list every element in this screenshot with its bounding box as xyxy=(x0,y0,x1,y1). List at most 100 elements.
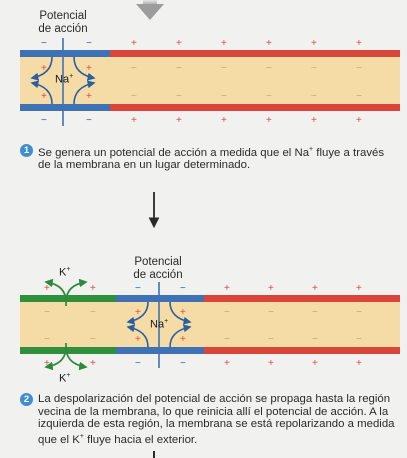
charge-minus: − xyxy=(311,91,317,102)
charge-plus: + xyxy=(356,283,362,294)
ion-charge: + xyxy=(164,318,169,325)
charge-minus: − xyxy=(356,91,362,102)
charge-minus: − xyxy=(356,334,362,345)
charge-minus: − xyxy=(356,307,362,318)
axoplasm-1 xyxy=(20,57,400,104)
axon-segment-2 xyxy=(20,282,400,368)
axon-segment-1 xyxy=(20,38,400,126)
action-potential-label-line1: Potencial xyxy=(39,10,87,22)
sodium-ion-label-1: Na+ xyxy=(55,73,73,86)
charge-plus: + xyxy=(176,38,182,49)
membrane-bottom-depolarized-1 xyxy=(20,104,110,111)
charge-minus: − xyxy=(131,91,137,102)
action-potential-label-line1: Potencial xyxy=(134,256,182,268)
charge-minus: − xyxy=(180,358,186,369)
membrane-top-depolarized-1 xyxy=(20,50,110,57)
ion-charge: + xyxy=(66,372,71,379)
charge-plus: + xyxy=(135,307,141,318)
charge-plus: + xyxy=(266,38,272,49)
charge-minus: − xyxy=(44,307,50,318)
charge-minus: − xyxy=(356,63,362,74)
caption-text: fluye a través de la membrana en un luga… xyxy=(38,146,385,172)
charge-plus: + xyxy=(180,334,186,345)
charge-minus: − xyxy=(135,283,141,294)
ion-symbol: K xyxy=(59,266,67,279)
charge-minus: − xyxy=(266,63,272,74)
step-number: 1 xyxy=(23,145,30,156)
charge-plus: + xyxy=(86,91,92,102)
charge-plus: + xyxy=(356,358,362,369)
charge-minus: − xyxy=(221,63,227,74)
charge-plus: + xyxy=(176,115,182,126)
caption-text: La despolarización del potencial de acci… xyxy=(38,393,395,446)
charge-plus: + xyxy=(90,358,96,369)
charge-plus: + xyxy=(90,283,96,294)
potassium-ion-label-bottom: K+ xyxy=(59,372,70,385)
charge-plus: + xyxy=(224,283,230,294)
charge-minus: − xyxy=(312,307,318,318)
step-number: 2 xyxy=(23,394,30,405)
charge-minus: − xyxy=(268,307,274,318)
caption-superscript: + xyxy=(79,432,84,440)
charge-plus: + xyxy=(221,38,227,49)
continuation-line xyxy=(153,451,155,458)
charge-plus: + xyxy=(180,307,186,318)
ion-symbol: Na xyxy=(55,73,70,86)
charge-minus: − xyxy=(176,63,182,74)
potassium-efflux-arrows-2 xyxy=(44,278,88,371)
charge-plus: + xyxy=(44,283,50,294)
charge-plus: + xyxy=(266,115,272,126)
incoming-arrow xyxy=(136,0,164,20)
ion-symbol: K xyxy=(59,372,67,385)
ion-charge: + xyxy=(66,266,71,273)
charges-1: − − + + + + + + + + − − − − − − + + − − … xyxy=(41,38,362,126)
charge-plus: + xyxy=(135,334,141,345)
membrane-bottom-depolarized-2 xyxy=(116,347,204,354)
charge-plus: + xyxy=(356,115,362,126)
ion-charge: + xyxy=(69,73,74,80)
action-potential-label-line2: de acción xyxy=(133,269,183,281)
caption-text: Se genera un potencial de acción a medid… xyxy=(38,146,310,159)
charge-minus: − xyxy=(135,358,141,369)
charge-minus: − xyxy=(224,307,230,318)
charge-minus: − xyxy=(44,334,50,345)
charge-minus: − xyxy=(90,307,96,318)
membrane-bottom-resting-2 xyxy=(204,347,400,354)
charge-minus: − xyxy=(311,63,317,74)
sodium-ion-label-2: Na+ xyxy=(150,318,168,331)
caption-text: fluye hacia el exterior. xyxy=(83,433,198,446)
charge-minus: − xyxy=(224,334,230,345)
charge-plus: + xyxy=(312,358,318,369)
charge-minus: − xyxy=(312,334,318,345)
charge-plus: + xyxy=(41,91,47,102)
step-badge-1: 1 xyxy=(20,144,33,157)
charge-plus: + xyxy=(131,115,137,126)
charge-minus: − xyxy=(221,91,227,102)
step-badge-2: 2 xyxy=(20,393,33,406)
charge-plus: + xyxy=(311,115,317,126)
membrane-top-repolarizing-2 xyxy=(20,295,116,302)
charge-plus: + xyxy=(41,63,47,74)
charge-plus: + xyxy=(268,283,274,294)
charge-plus: + xyxy=(312,283,318,294)
charge-plus: + xyxy=(268,358,274,369)
axoplasm-2 xyxy=(20,302,400,347)
charge-minus: − xyxy=(86,38,92,49)
charge-minus: − xyxy=(180,283,186,294)
charge-plus: + xyxy=(224,358,230,369)
action-potential-label-line2: de acción xyxy=(38,23,88,35)
action-potential-label-2: Potencial de acción xyxy=(118,256,198,282)
membrane-bottom-resting-1 xyxy=(110,104,400,111)
charge-minus: − xyxy=(176,91,182,102)
charge-plus: + xyxy=(356,38,362,49)
charge-plus: + xyxy=(131,38,137,49)
caption-superscript: + xyxy=(309,146,314,153)
ion-symbol: Na xyxy=(150,318,165,331)
membrane-top-depolarized-2 xyxy=(116,295,204,302)
sodium-influx-arrows-1 xyxy=(30,56,96,105)
membrane-bottom-repolarizing-2 xyxy=(20,347,116,354)
charge-plus: + xyxy=(311,38,317,49)
caption-step-2: La despolarización del potencial de acci… xyxy=(38,393,398,446)
action-potential-label-1: Potencial de acción xyxy=(23,10,103,36)
